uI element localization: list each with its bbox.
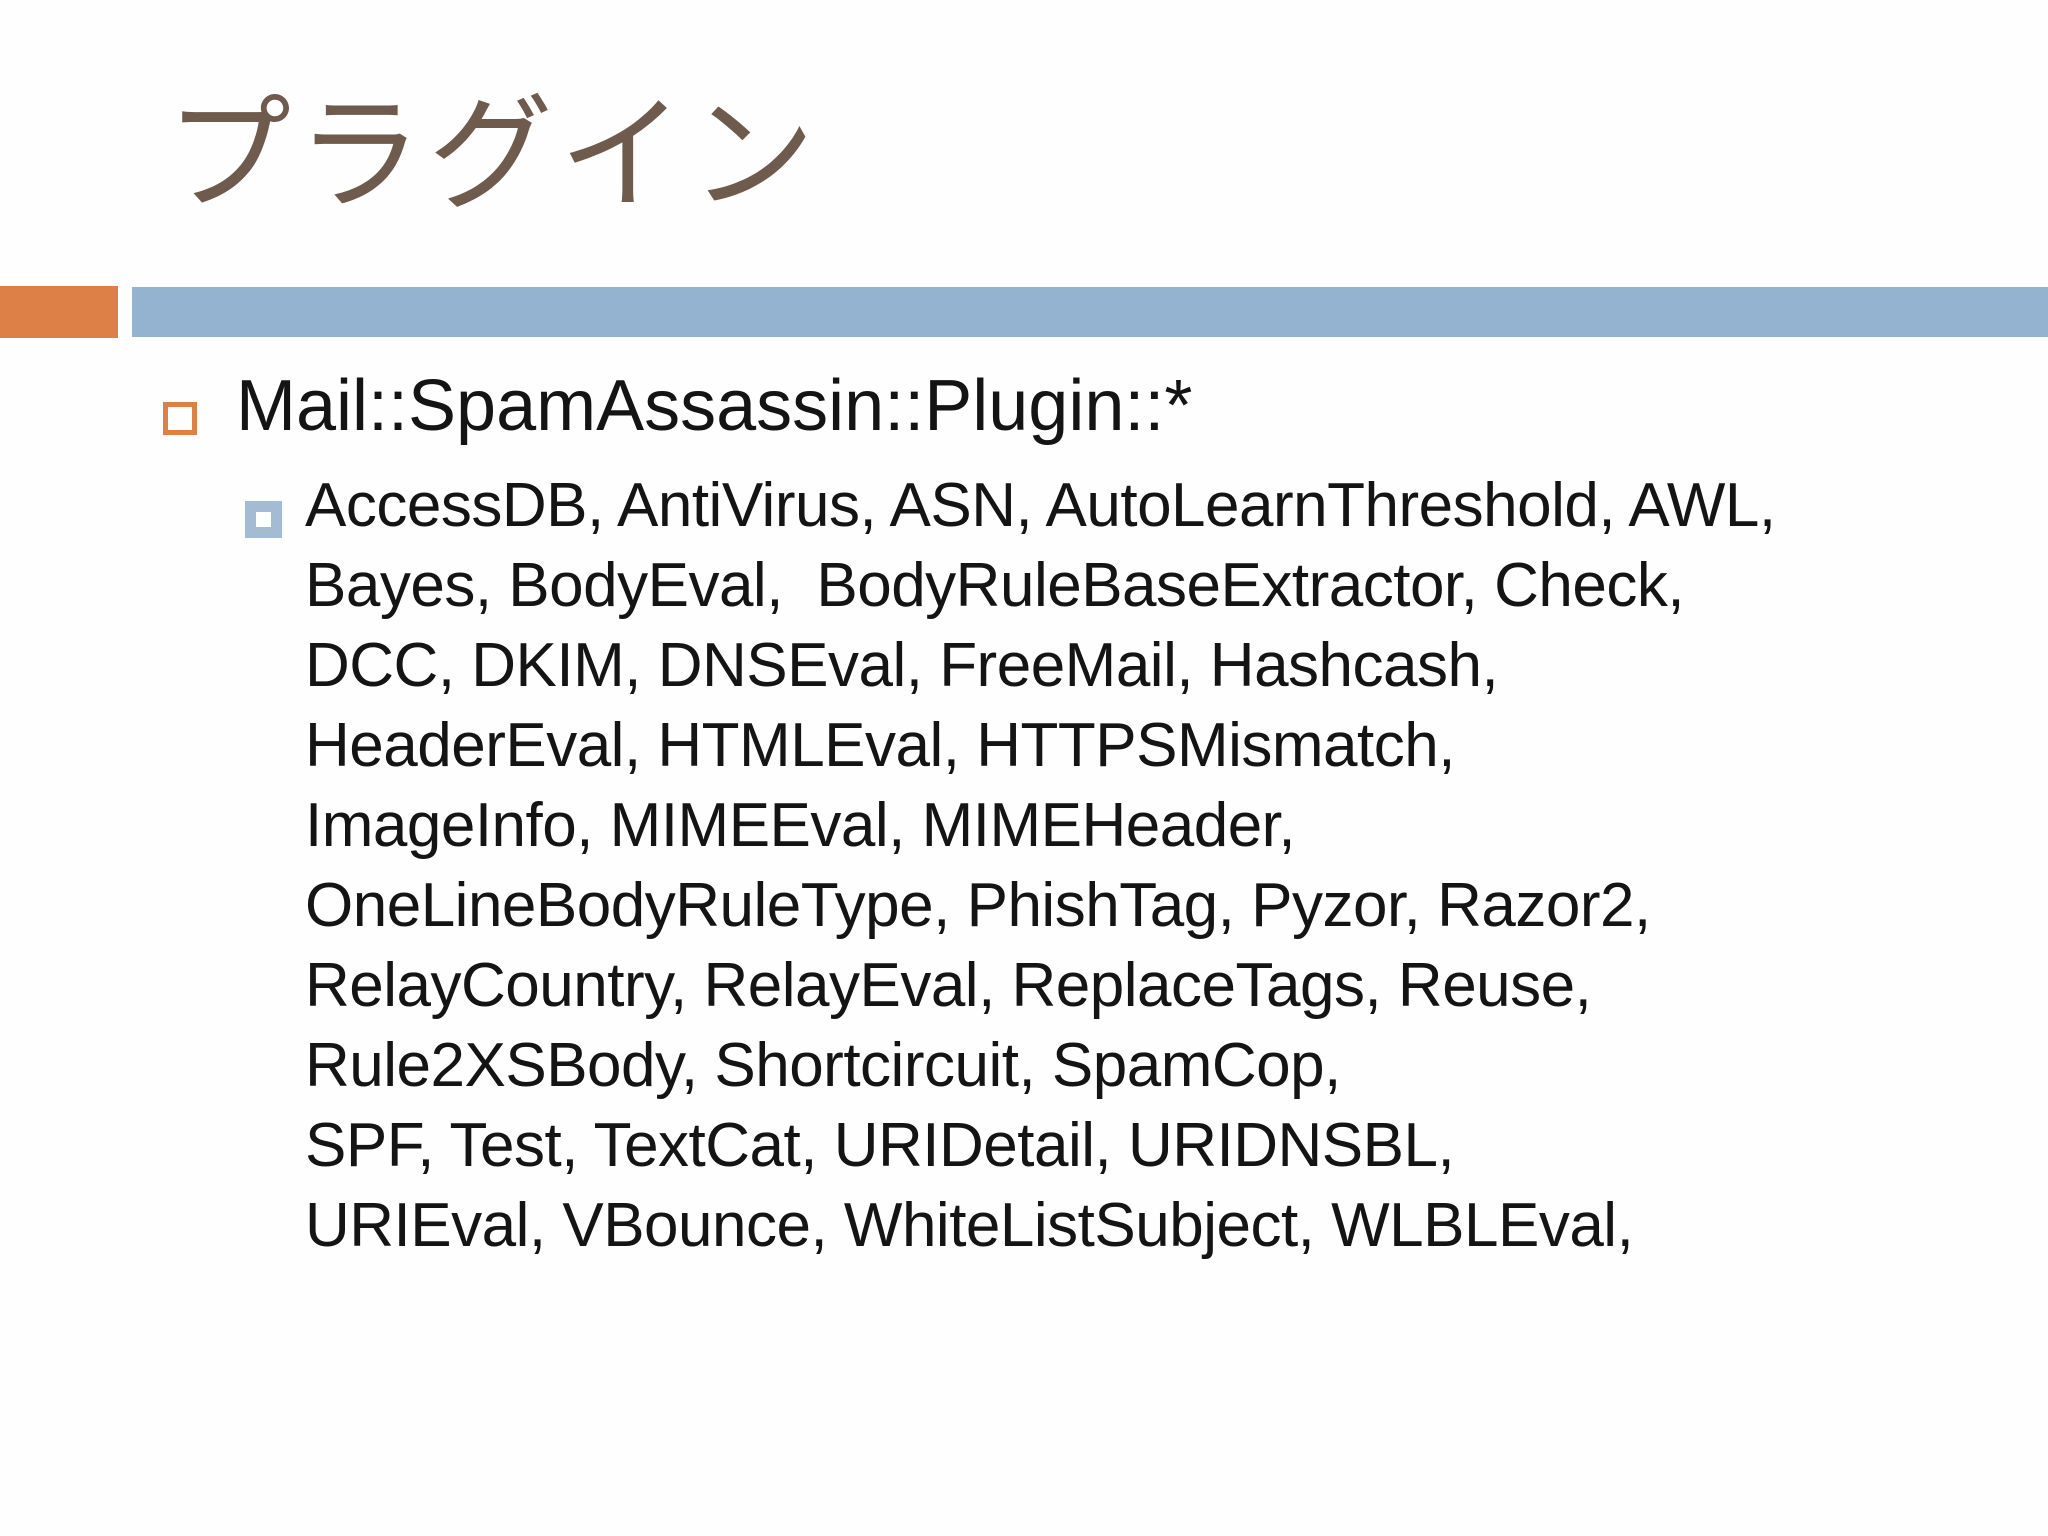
plugin-list-line: Bayes, BodyEval, BodyRuleBaseExtractor, … [305, 551, 1685, 620]
plugin-list-line: HeaderEval, HTMLEval, HTTPSMismatch, [305, 711, 1455, 780]
plugin-list-line: URIEval, VBounce, WhiteListSubject, WLBL… [305, 1191, 1634, 1260]
main-bullet-text: Mail::SpamAssassin::Plugin::* [236, 366, 1193, 446]
plugin-list-line: RelayCountry, RelayEval, ReplaceTags, Re… [305, 951, 1592, 1020]
accent-bar-blue [132, 287, 2048, 337]
bullet-square-filled-icon [245, 501, 282, 538]
plugin-list-line: OneLineBodyRuleType, PhishTag, Pyzor, Ra… [305, 871, 1651, 940]
plugin-list-line: DCC, DKIM, DNSEval, FreeMail, Hashcash, [305, 631, 1499, 700]
plugin-list-line: Rule2XSBody, Shortcircuit, SpamCop, [305, 1031, 1341, 1100]
plugin-list: AccessDB, AntiVirus, ASN, AutoLearnThres… [305, 466, 1776, 1266]
plugin-list-line: AccessDB, AntiVirus, ASN, AutoLearnThres… [305, 471, 1776, 540]
accent-bar-orange [0, 286, 118, 338]
bullet-square-outline-icon [163, 402, 197, 435]
plugin-list-line: SPF, Test, TextCat, URIDetail, URIDNSBL, [305, 1111, 1455, 1180]
plugin-list-line: ImageInfo, MIMEEval, MIMEHeader, [305, 791, 1296, 860]
slide-title: プラグイン [166, 88, 821, 226]
